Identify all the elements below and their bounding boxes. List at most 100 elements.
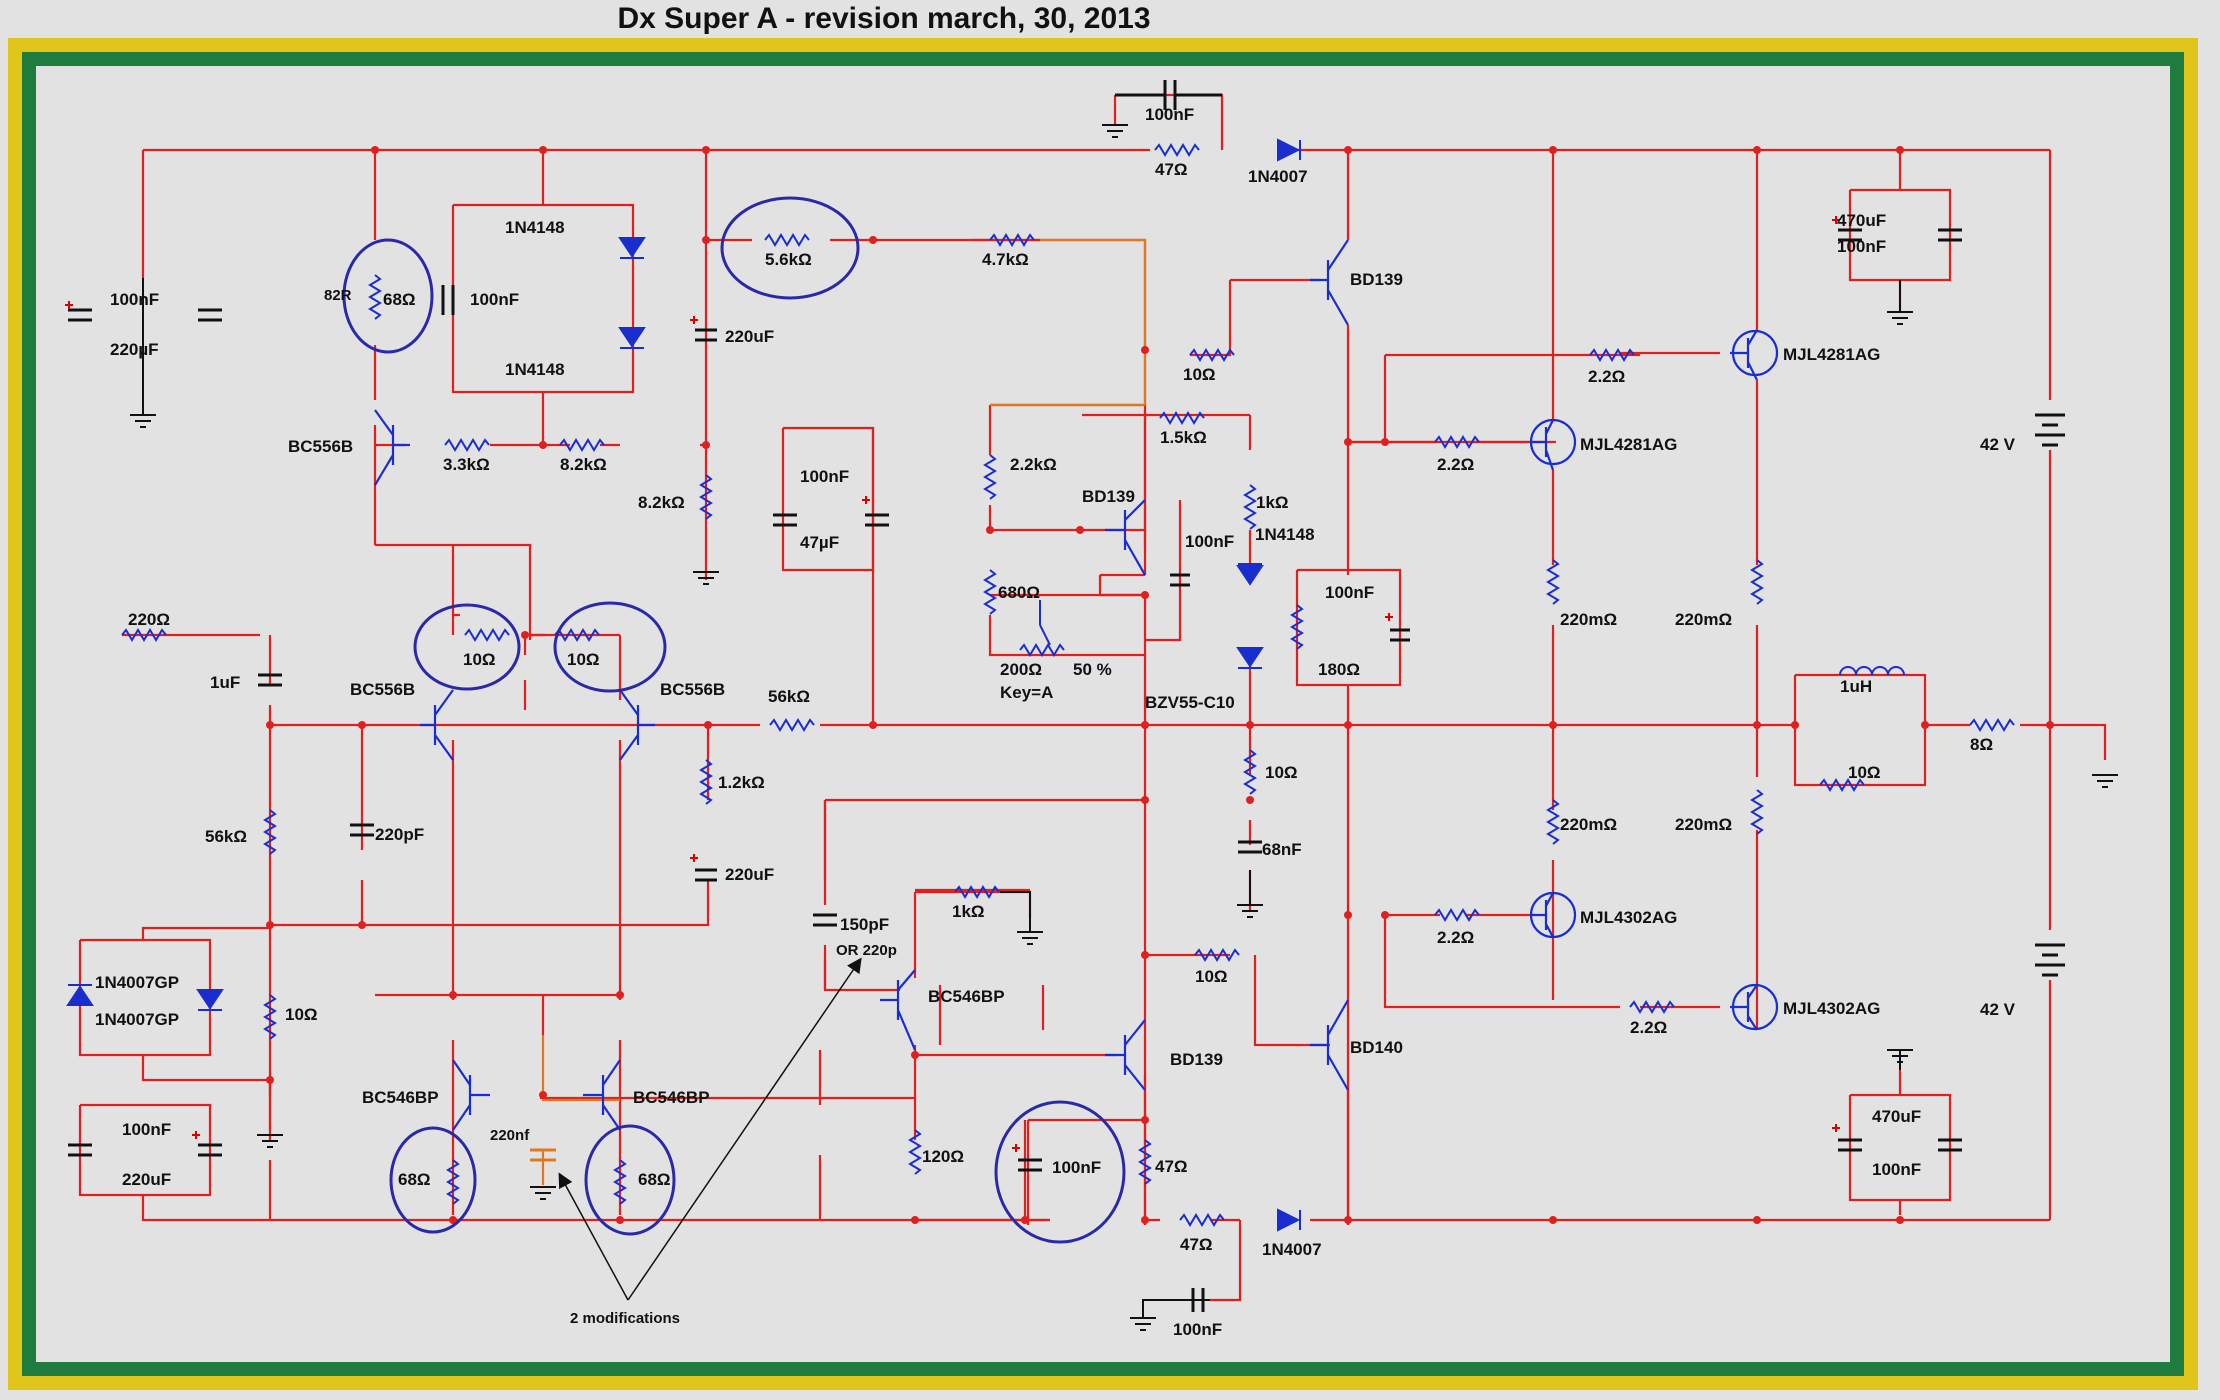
resistor-2k2 bbox=[983, 454, 997, 500]
resistor-5k6 bbox=[764, 233, 810, 247]
capacitor-100nF-br bbox=[1938, 1138, 1962, 1152]
label-c-68nF: 68nF bbox=[1262, 840, 1302, 859]
label-r-10-b: 10Ω bbox=[463, 650, 496, 669]
label-d-1n4007gp-a: 1N4007GP bbox=[95, 973, 179, 992]
label-q-mjl4281-a: MJL4281AG bbox=[1783, 345, 1880, 364]
resistor-120 bbox=[908, 1129, 922, 1175]
transistor-bc556b-r bbox=[619, 689, 655, 761]
label-r-68-r: 68Ω bbox=[638, 1170, 671, 1189]
highlight-5k6 bbox=[720, 196, 860, 300]
capacitor-220uF-low bbox=[198, 1143, 222, 1157]
capacitor-left-b bbox=[198, 308, 222, 322]
transistor-bd139-mid bbox=[1105, 499, 1146, 576]
label-pot-key: Key=A bbox=[1000, 683, 1053, 702]
resistor-220mb bbox=[1750, 559, 1764, 605]
label-r-2r2-c: 2.2Ω bbox=[1437, 928, 1474, 947]
page-title: Dx Super A - revision march, 30, 2013 bbox=[617, 2, 1151, 35]
capacitor-68nF bbox=[1238, 840, 1262, 854]
highlight-68-left bbox=[389, 1126, 477, 1234]
diode-1n4007gp-b bbox=[196, 989, 224, 1011]
label-c-47uF: 47µF bbox=[800, 533, 839, 552]
resistor-10g bbox=[263, 994, 277, 1040]
label-q-bc556b-l: BC556B bbox=[350, 680, 415, 699]
label-r-1k5: 1.5kΩ bbox=[1160, 428, 1207, 447]
label-r-3k3: 3.3kΩ bbox=[443, 455, 490, 474]
label-c-100nF-tr: 100nF bbox=[1837, 237, 1886, 256]
label-q-mjl4302-a: MJL4302AG bbox=[1580, 908, 1677, 927]
label-r-47-b: 47Ω bbox=[1155, 1157, 1188, 1176]
resistor-8 bbox=[1969, 718, 2015, 732]
resistor-220md bbox=[1750, 789, 1764, 835]
resistor-680 bbox=[983, 569, 997, 615]
label-d-1n4007gp-b: 1N4007GP bbox=[95, 1010, 179, 1029]
label-q-bc556b-top: BC556B bbox=[288, 437, 353, 456]
label-c-220pF: 220pF bbox=[375, 825, 424, 844]
battery-42v-bot bbox=[2035, 943, 2065, 977]
resistor-10d bbox=[1819, 778, 1865, 792]
resistor-47b bbox=[1138, 1139, 1152, 1185]
diodes bbox=[66, 138, 1301, 1232]
label-c-100nF-3: 100nF bbox=[800, 467, 849, 486]
ground-220nf bbox=[530, 1186, 556, 1200]
diode-1n4007-bot bbox=[1277, 1208, 1301, 1232]
transistors bbox=[374, 239, 1779, 1131]
ground-left-cap bbox=[130, 414, 156, 428]
label-c-470uF-bot: 470uF bbox=[1872, 1107, 1921, 1126]
label-r-2r2-a: 2.2Ω bbox=[1588, 367, 1625, 386]
resistor-68l bbox=[446, 1159, 460, 1205]
label-r-1k2: 1.2kΩ bbox=[718, 773, 765, 792]
label-c-1uF: 1uF bbox=[210, 673, 240, 692]
label-q-bd140: BD140 bbox=[1350, 1038, 1403, 1057]
label-r-10-g: 10Ω bbox=[285, 1005, 318, 1024]
ground-bot-cap bbox=[1130, 1317, 1156, 1331]
capacitor-100nF-3 bbox=[773, 513, 797, 527]
battery-42v-top bbox=[2035, 413, 2065, 447]
label-r-68-l: 68Ω bbox=[398, 1170, 431, 1189]
highlight-circles bbox=[342, 196, 1126, 1244]
label-r-180: 180Ω bbox=[1318, 660, 1360, 679]
label-d-bzv55: BZV55-C10 bbox=[1145, 693, 1235, 712]
ground-output bbox=[2092, 774, 2118, 788]
capacitor-100nF-tr bbox=[1938, 228, 1962, 242]
capacitors bbox=[68, 80, 1962, 1312]
resistor-1k2 bbox=[699, 759, 713, 805]
resistor-10f bbox=[1194, 948, 1240, 962]
wires bbox=[78, 93, 2107, 1302]
label-c-100nF-bot: 100nF bbox=[1173, 1320, 1222, 1339]
resistor-47c bbox=[1179, 1213, 1225, 1227]
label-r-8: 8Ω bbox=[1970, 735, 1993, 754]
label-r-56k-a: 56kΩ bbox=[768, 687, 810, 706]
label-r-1k: 1kΩ bbox=[1256, 493, 1289, 512]
resistor-220in bbox=[121, 628, 167, 642]
transistor-bc556b-top bbox=[374, 409, 410, 486]
resistor-10a bbox=[1189, 348, 1235, 362]
label-q-bc546bp-r: BC546BP bbox=[633, 1088, 710, 1107]
capacitor-220pF bbox=[350, 823, 374, 837]
label-r-10-e: 10Ω bbox=[1265, 763, 1298, 782]
label-c-220uF-mid: 220uF bbox=[725, 865, 774, 884]
capacitor-220uF-top bbox=[695, 328, 717, 342]
diode-1n4007-top bbox=[1277, 138, 1301, 162]
annotation-arrows bbox=[558, 957, 862, 1301]
label-annotation: 2 modifications bbox=[570, 1310, 680, 1327]
highlight-10-left bbox=[413, 603, 521, 691]
label-c-100nF-2: 100nF bbox=[470, 290, 519, 309]
resistor-220ma bbox=[1546, 559, 1560, 605]
label-d-1n4148-a: 1N4148 bbox=[505, 218, 565, 237]
batteries bbox=[2035, 413, 2065, 977]
label-q-bd139-low: BD139 bbox=[1170, 1050, 1223, 1069]
resistor-2r2a bbox=[1589, 348, 1635, 362]
resistor-2r2c bbox=[1434, 908, 1480, 922]
resistor-56ka bbox=[769, 718, 815, 732]
polarity-marks bbox=[65, 216, 1840, 1152]
label-c-top: 100nF bbox=[1145, 105, 1194, 124]
capacitor-100nF-2 bbox=[441, 285, 455, 315]
resistor-68r bbox=[613, 1159, 627, 1205]
label-r-47-c: 47Ω bbox=[1180, 1235, 1213, 1254]
resistor-56kb bbox=[263, 809, 277, 855]
transistor-bc546bp-a bbox=[880, 969, 917, 1051]
label-r-8k2-a: 8.2kΩ bbox=[560, 455, 607, 474]
resistor-2r2d bbox=[1629, 1000, 1675, 1014]
diode-bzv55 bbox=[1236, 647, 1264, 669]
label-q-bc546bp-l: BC546BP bbox=[362, 1088, 439, 1107]
